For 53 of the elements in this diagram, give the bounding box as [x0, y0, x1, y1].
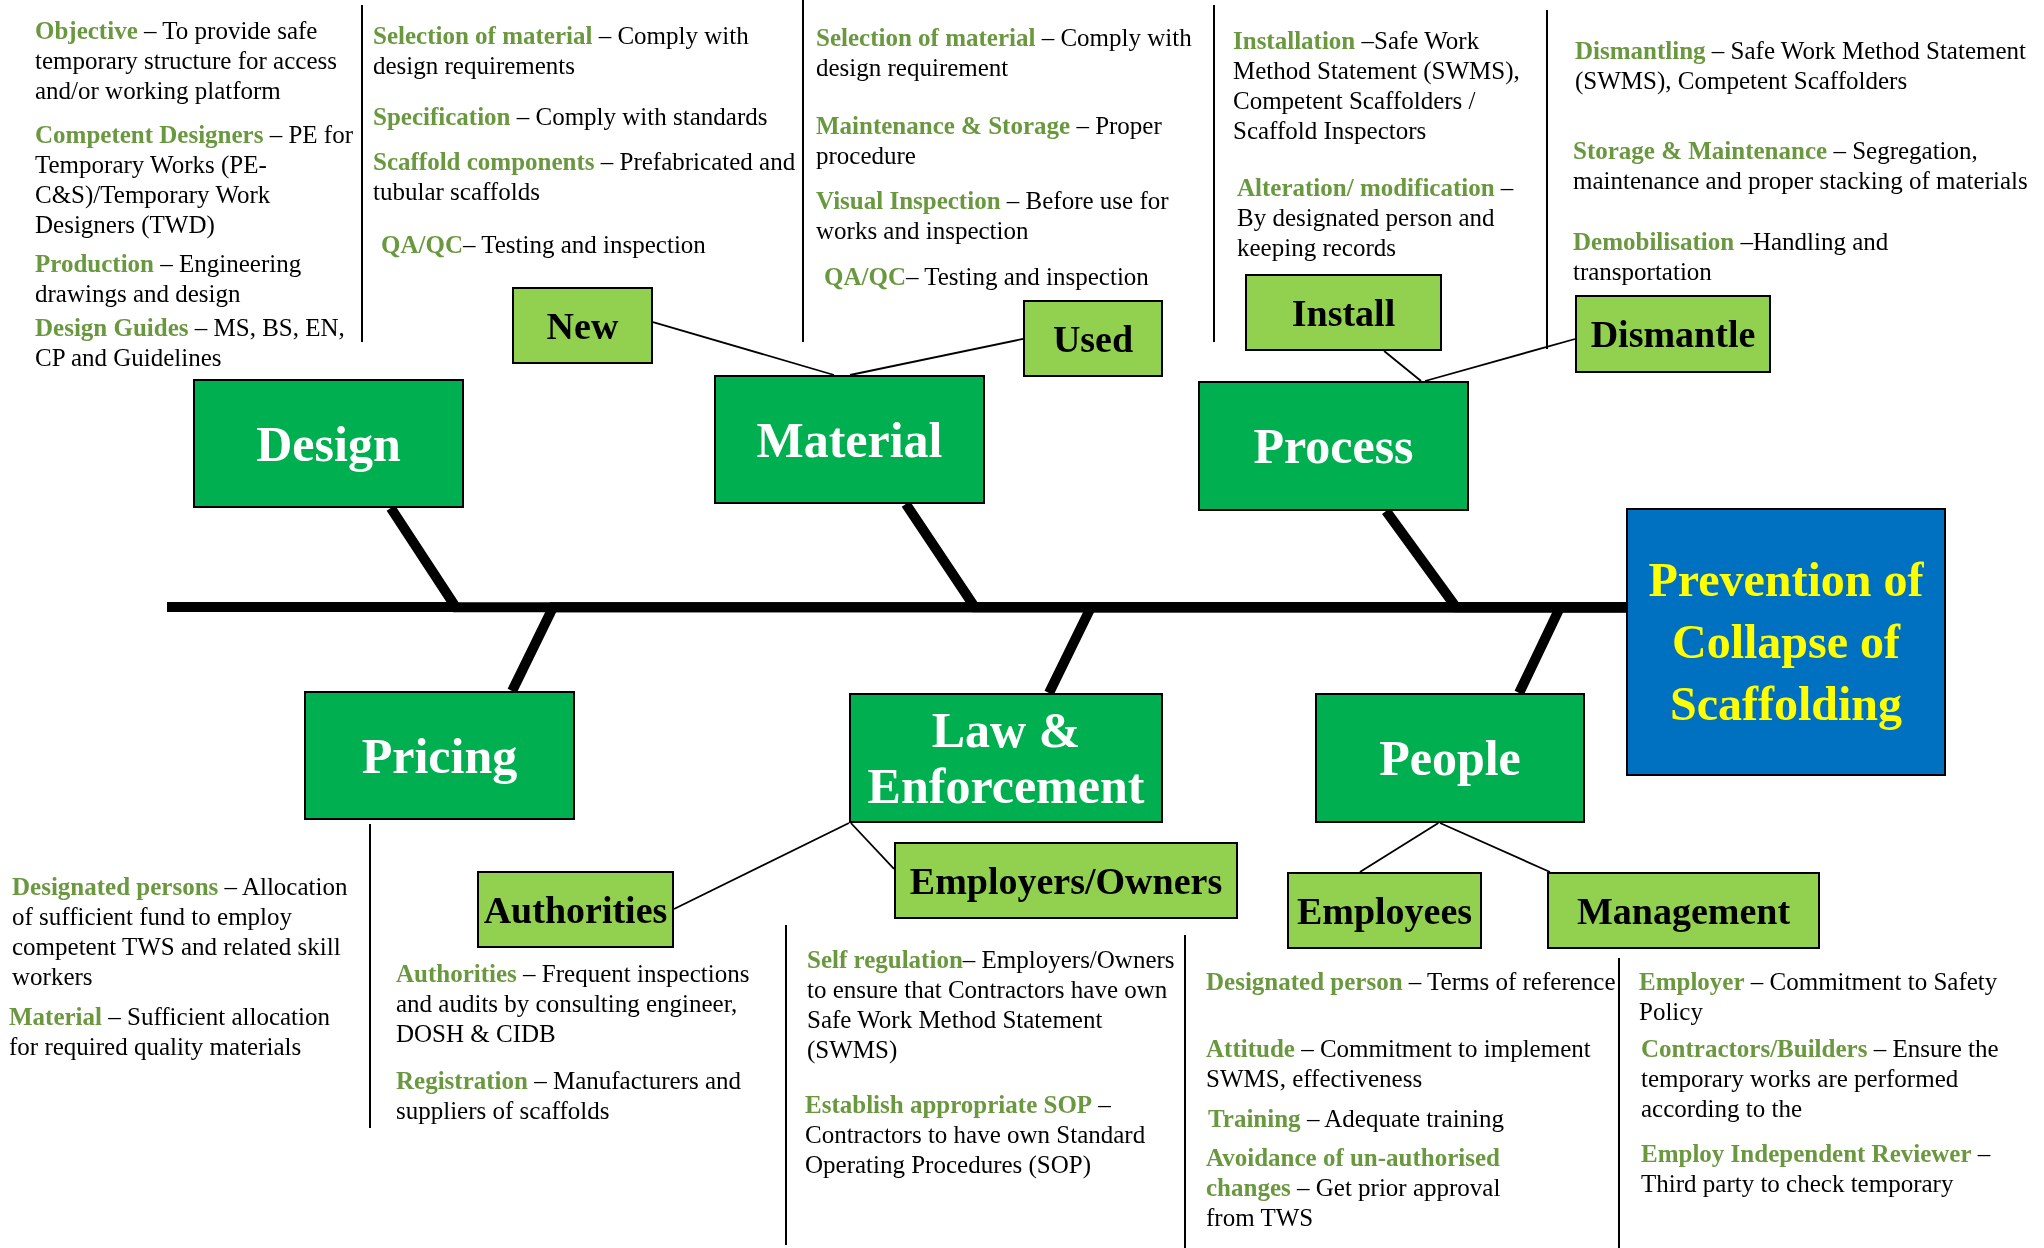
connector-line [1424, 338, 1576, 382]
sub-cause-box: Employees [1287, 872, 1482, 949]
connector-line [849, 338, 1024, 376]
note-text: Demobilisation –Handling and transportation [1573, 227, 1890, 287]
note-text: Authorities – Frequent inspections and audits by consulting engineer, DOSH & CIDB [396, 959, 751, 1049]
cause-box: Law & Enforcement [849, 693, 1163, 823]
cause-box: Process [1198, 381, 1469, 511]
cause-box: Material [714, 375, 985, 504]
note-text: Maintenance & Storage – Proper procedure [816, 111, 1163, 171]
sub-cause-box: Authorities [477, 871, 674, 948]
note-text: Scaffold components – Prefabricated and tubular scaffolds [373, 147, 797, 207]
cause-box: Design [193, 379, 464, 508]
note-text: Registration – Manufacturers and suppliers of scaffolds [396, 1066, 743, 1126]
sub-cause-box: Employers/Owners [894, 842, 1238, 919]
note-text: Objective – To provide safe temporary structure for access and/or working platform [35, 16, 338, 106]
note-text: Alteration/ modification – By designated person and keeping records [1237, 173, 1515, 263]
note-text: Avoidance of un-authorised changes – Get prior approval from TWS [1206, 1143, 1502, 1233]
note-text: Visual Inspection – Before use for works and inspection [816, 186, 1170, 246]
note-text: Dismantling – Safe Work Method Statement (SWMS), Competent Scaffolders [1575, 36, 2027, 96]
sub-cause-box: Used [1023, 300, 1163, 377]
sub-cause-box: Dismantle [1575, 295, 1771, 373]
sub-cause-box: Install [1245, 274, 1442, 351]
note-text: Design Guides – MS, BS, EN, CP and Guidelines [35, 313, 346, 373]
note-text: Material – Sufficient allocation for required quality materials [9, 1002, 331, 1062]
note-text: Installation –Safe Work Method Statement (SWMS), Competent Scaffolders / Scaffold Inspectors [1233, 26, 1521, 146]
note-text: Attitude – Commitment to implement SWMS, effectiveness [1206, 1034, 1592, 1094]
note-text: QA/QC– Testing and inspection [381, 230, 707, 260]
note-text: Storage & Maintenance – Segregation, maintenance and proper stacking of materials [1573, 136, 2029, 196]
note-text: Designated persons – Allocation of sufficient fund to employ competent TWS and related skill workers [12, 872, 349, 992]
note-text: Employer – Commitment to Safety Policy [1639, 967, 1999, 1027]
note-text: Competent Designers – PE for Temporary Works (PE-C&S)/Temporary Work Designers (TWD) [35, 120, 354, 240]
connector-line [1359, 822, 1440, 873]
note-text: Self regulation– Employers/Owners to ensure that Contractors have own Safe Work Method Statement (SWMS) [807, 945, 1176, 1065]
note-text: Selection of material – Comply with design requirement [816, 23, 1193, 83]
cause-box: Pricing [304, 691, 575, 820]
note-text: Contractors/Builders – Ensure the temporary works are performed according to the [1641, 1034, 2000, 1124]
sub-cause-box: New [512, 287, 653, 364]
note-text: Production – Engineering drawings and design [35, 249, 303, 309]
note-text: Selection of material – Comply with design requirements [373, 21, 750, 81]
sub-cause-box: Management [1547, 872, 1820, 949]
note-text: Designated person – Terms of reference [1206, 967, 1616, 997]
note-text: Establish appropriate SOP – Contractors to have own Standard Operating Procedures (SOP) [805, 1090, 1147, 1180]
note-text: Specification – Comply with standards [373, 102, 769, 132]
connector-line [1439, 822, 1551, 873]
note-text: Employ Independent Reviewer – Third party to check temporary [1641, 1139, 1992, 1199]
problem-box: Prevention of Collapse of Scaffolding [1626, 508, 1946, 776]
connector-line [850, 822, 895, 870]
connector-line [652, 321, 835, 376]
note-text: Training – Adequate training [1208, 1104, 1506, 1134]
connector-line [1383, 350, 1422, 382]
connector-line [673, 822, 850, 910]
note-text: QA/QC– Testing and inspection [824, 262, 1150, 292]
cause-box: People [1315, 693, 1585, 823]
